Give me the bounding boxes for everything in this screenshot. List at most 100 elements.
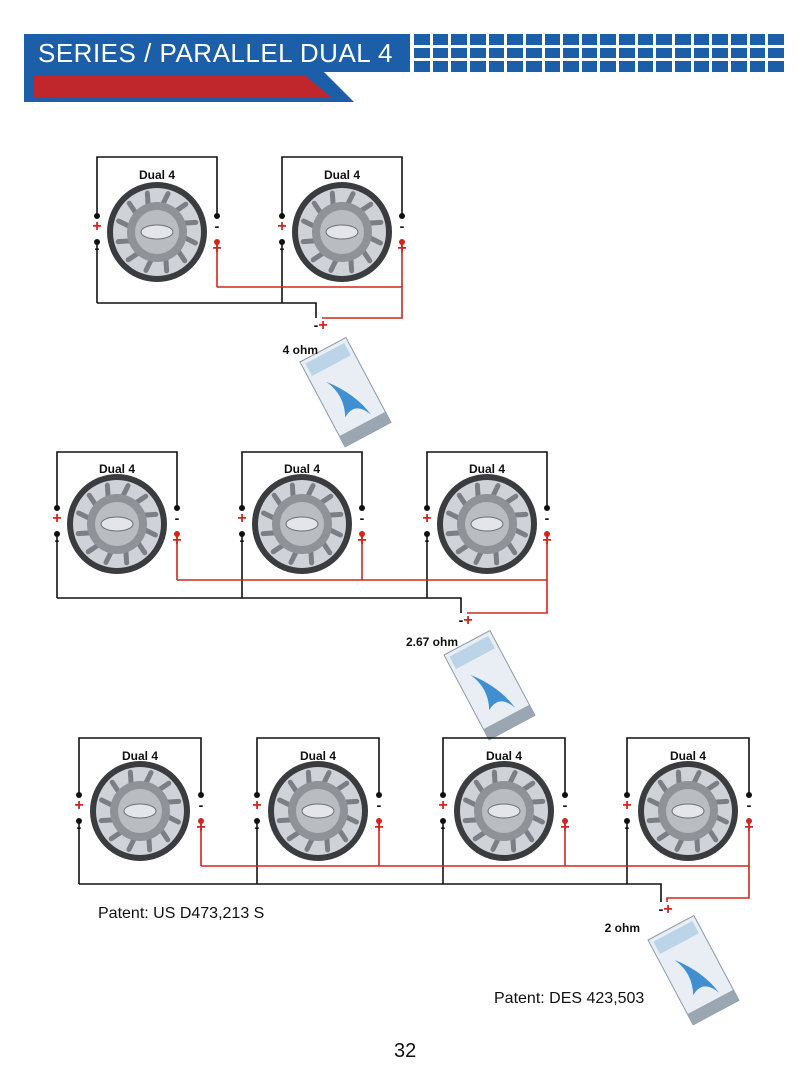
amp-base <box>687 989 739 1025</box>
grid-square <box>544 34 561 45</box>
amp-impedance-label: 4 ohm <box>283 343 318 357</box>
grid-square <box>544 47 561 59</box>
grid-square <box>525 61 542 72</box>
speaker-dustcap <box>470 516 504 532</box>
grid-square <box>637 34 654 45</box>
positive-bus-wire <box>177 579 548 614</box>
grid-square <box>414 47 430 59</box>
speaker-dustcap <box>301 803 335 819</box>
grid-square <box>563 34 579 45</box>
grid-square <box>749 47 766 59</box>
speaker-label: Dual 4 <box>122 749 158 763</box>
negative-sign: - <box>360 510 365 526</box>
amp-flame <box>674 959 720 996</box>
grid-square <box>544 61 561 72</box>
grid-square <box>637 61 654 72</box>
negative-bus-wire <box>57 597 462 613</box>
speaker-label: Dual 4 <box>670 749 706 763</box>
speaker <box>252 474 352 574</box>
amp-label-plate <box>653 920 699 955</box>
speaker-label: Dual 4 <box>324 168 360 182</box>
series-jumper-wire <box>281 156 403 216</box>
amp-impedance-label: 2.67 ohm <box>406 635 458 649</box>
negative-sign: - <box>563 797 568 813</box>
grid-square <box>432 61 449 72</box>
series-jumper-wire <box>96 156 218 216</box>
grid-square <box>581 34 598 45</box>
grid-square <box>675 34 691 45</box>
amp-base <box>483 704 535 740</box>
amp-positive-sign: + <box>663 901 672 918</box>
grid-square <box>712 47 729 59</box>
speaker <box>268 761 368 861</box>
grid-square <box>469 34 486 45</box>
positive-bus-wire <box>201 865 750 902</box>
patent-left: Patent: US D473,213 S <box>98 905 265 922</box>
speaker-label: Dual 4 <box>284 462 320 476</box>
grid-square <box>451 47 467 59</box>
grid-square <box>656 61 673 72</box>
grid-square <box>693 34 710 45</box>
grid-square <box>600 47 617 59</box>
grid-square <box>731 34 747 45</box>
grid-square <box>581 61 598 72</box>
negative-sign: - <box>747 797 752 813</box>
grid-square <box>525 47 542 59</box>
grid-square <box>600 34 617 45</box>
negative-bus-wire <box>97 302 317 318</box>
amplifier <box>647 914 740 1026</box>
positive-bus-wire <box>217 286 403 319</box>
grid-square <box>581 47 598 59</box>
grid-square <box>749 61 766 72</box>
amplifier <box>299 336 392 448</box>
speaker <box>107 182 207 282</box>
page-title: SERIES / PARALLEL DUAL 4 <box>38 38 393 68</box>
positive-sign: + <box>252 797 261 814</box>
series-jumper-wire <box>256 737 380 795</box>
grid-square <box>731 47 747 59</box>
grid-square <box>507 61 523 72</box>
grid-square <box>432 34 449 45</box>
grid-square <box>768 47 784 59</box>
positive-sign: + <box>438 797 447 814</box>
positive-sign: + <box>237 510 246 527</box>
grid-square <box>451 34 467 45</box>
grid-square <box>712 34 729 45</box>
negative-bus-wire <box>79 883 662 902</box>
negative-sign: - <box>215 218 220 234</box>
grid-square <box>619 34 635 45</box>
grid-square <box>693 47 710 59</box>
amp-label-plate <box>305 342 351 377</box>
patent-right: Patent: DES 423,503 <box>494 990 645 1007</box>
grid-square <box>525 34 542 45</box>
speaker-dustcap <box>671 803 705 819</box>
grid-square <box>637 47 654 59</box>
speaker <box>292 182 392 282</box>
amp-flame <box>326 381 372 418</box>
speaker-label: Dual 4 <box>486 749 522 763</box>
amp-label-plate <box>449 635 495 670</box>
speaker-label: Dual 4 <box>139 168 175 182</box>
negative-sign: - <box>377 797 382 813</box>
series-jumper-wire <box>241 451 363 508</box>
speaker-label: Dual 4 <box>300 749 336 763</box>
amp-positive-sign: + <box>463 612 472 629</box>
speaker-dustcap <box>123 803 157 819</box>
speaker <box>454 761 554 861</box>
grid-square <box>414 61 430 72</box>
grid-square <box>469 47 486 59</box>
series-jumper-wire <box>442 737 566 795</box>
positive-sign: + <box>277 218 286 235</box>
negative-sign: - <box>545 510 550 526</box>
page-number: 32 <box>394 1040 417 1062</box>
grid-square <box>507 47 523 59</box>
grid-square <box>749 34 766 45</box>
amp-base <box>339 411 391 447</box>
header-band <box>24 34 410 72</box>
grid-square <box>768 61 784 72</box>
positive-sign: + <box>74 797 83 814</box>
negative-sign: - <box>175 510 180 526</box>
amplifier <box>443 629 536 741</box>
